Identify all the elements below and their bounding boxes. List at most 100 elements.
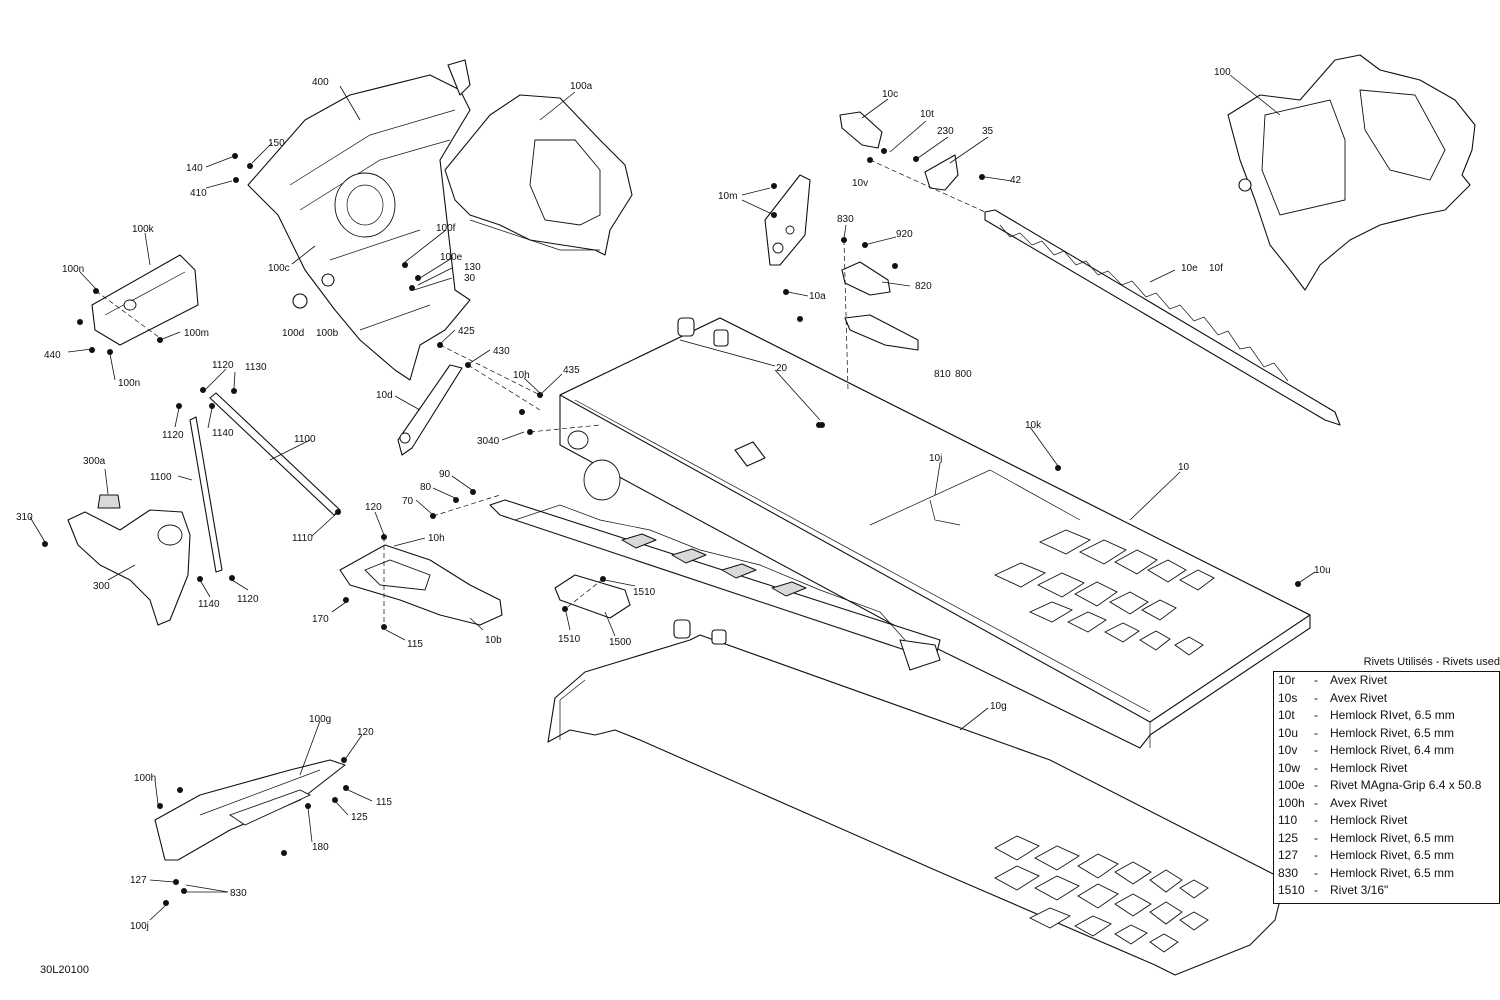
- frame-100: [1227, 54, 1476, 291]
- callout-10v: 10v: [852, 178, 868, 189]
- rivet-description: Hemlock Rivet, 6.5 mm: [1330, 865, 1455, 880]
- rivet-code: 100e: [1278, 778, 1305, 792]
- callout-180: 180: [312, 842, 329, 853]
- tunnel-10: [559, 317, 1311, 749]
- rivet-description: Rivet 3/16": [1330, 883, 1389, 897]
- rivet-row: 10r-Avex Rivet: [1274, 672, 1499, 690]
- rivet-description: Hemlock RIvet, 6.5 mm: [1330, 708, 1455, 722]
- rivet-row: 1510-Rivet 3/16": [1274, 882, 1499, 900]
- rivet-dash: -: [1314, 743, 1318, 757]
- callout-100f: 100f: [436, 223, 456, 234]
- rivet-table-title: Rivets Utilisés - Rivets used: [1363, 656, 1500, 668]
- callout-920: 920: [896, 229, 913, 240]
- rivet-dash: -: [1314, 848, 1318, 862]
- frame-100a: [444, 94, 633, 256]
- rivet-code: 10u: [1278, 725, 1299, 740]
- callout-1510-right: 1510: [633, 587, 656, 598]
- rivet-description: Hemlock Rivet, 6.5 mm: [1330, 848, 1455, 862]
- callout-125: 125: [351, 812, 368, 823]
- callout-400: 400: [312, 77, 329, 88]
- callout-800: 800: [955, 369, 972, 380]
- rivet-row: 110 -Hemlock Rivet: [1274, 812, 1499, 830]
- rivet-row: 125-Hemlock Rivet, 6.5 mm: [1274, 830, 1499, 848]
- rod-1100-right: [209, 392, 341, 516]
- rivet-code: 127: [1278, 848, 1299, 862]
- callout-100b: 100b: [316, 328, 339, 339]
- callout-100n-top: 100n: [62, 264, 84, 275]
- bracket-10m: [764, 174, 811, 266]
- rivet-code: 1510: [1278, 883, 1305, 897]
- rivet-dash: -: [1314, 883, 1318, 897]
- rivet-row: 100e-Rivet MAgna-Grip 6.4 x 50.8: [1274, 777, 1499, 795]
- callout-435: 435: [563, 365, 580, 376]
- plate-810-800: [844, 314, 919, 351]
- rivet-code: 110: [1278, 813, 1298, 827]
- front-frame-400: [247, 59, 471, 381]
- rivet-row: 100h-Avex Rivet: [1274, 795, 1499, 813]
- callout-10m: 10m: [718, 191, 737, 202]
- callout-100a: 100a: [570, 81, 593, 92]
- rivet-row: 10t-Hemlock RIvet, 6.5 mm: [1274, 707, 1499, 725]
- callout-100m: 100m: [184, 328, 209, 339]
- callout-1120-bottom: 1120: [237, 594, 259, 605]
- rivet-description: Hemlock Rivet, 6.4 mm: [1330, 743, 1455, 757]
- callout-300a: 300a: [83, 456, 106, 467]
- rivet-dash: -: [1314, 865, 1318, 880]
- rivet-description: Rivet MAgna-Grip 6.4 x 50.8: [1330, 778, 1482, 792]
- callout-1130: 1130: [245, 362, 267, 373]
- rivet-code: 100h: [1278, 795, 1305, 810]
- rivet-code: 10v: [1278, 743, 1298, 757]
- rivet-description: Avex Rivet: [1330, 795, 1388, 810]
- rivet-row: 10v -Hemlock Rivet, 6.4 mm: [1274, 742, 1499, 760]
- callout-90: 90: [439, 469, 451, 480]
- callout-100e: 100e: [440, 252, 463, 263]
- callout-10f: 10f: [1209, 263, 1223, 274]
- callout-140: 140: [186, 163, 203, 174]
- callout-10b: 10b: [485, 635, 502, 646]
- rivet-row: 127 -Hemlock Rivet, 6.5 mm: [1274, 847, 1499, 865]
- callout-10h-bottom: 10h: [428, 533, 445, 544]
- rail-10e-10f: [984, 209, 1341, 426]
- callout-10k: 10k: [1025, 420, 1042, 431]
- callout-10a: 10a: [809, 291, 826, 302]
- callout-10e: 10e: [1181, 263, 1198, 274]
- rivet-description: Hemlock Rivet, 6.5 mm: [1330, 830, 1455, 845]
- rivet-dash: -: [1314, 690, 1318, 705]
- callout-130: 130: [464, 262, 481, 273]
- callout-10u: 10u: [1314, 565, 1331, 576]
- rivet-dash: -: [1314, 673, 1318, 687]
- callout-230: 230: [937, 126, 954, 137]
- rivet-code: 10s: [1278, 690, 1298, 705]
- bracket-1500: [554, 574, 631, 619]
- callout-1500: 1500: [609, 637, 632, 648]
- rivet-description: Hemlock Rivet: [1330, 813, 1408, 827]
- rivet-code: 830: [1278, 865, 1299, 880]
- bracket-820: [841, 261, 891, 296]
- rivet-row: 10u-Hemlock Rivet, 6.5 mm: [1274, 725, 1499, 743]
- callout-310: 310: [16, 512, 33, 523]
- rod-1100-left: [189, 416, 223, 573]
- rivet-dash: -: [1314, 813, 1318, 827]
- callout-1110: 1110: [292, 533, 313, 544]
- rivet-row: 10s -Avex Rivet: [1274, 690, 1499, 708]
- bracket-35: [924, 154, 959, 191]
- callout-70: 70: [402, 496, 414, 507]
- callout-100g: 100g: [309, 714, 331, 725]
- rivet-description: Avex Rivet: [1330, 673, 1388, 687]
- callout-1510-left: 1510: [558, 634, 581, 645]
- callout-830-bottom: 830: [230, 888, 247, 899]
- bracket-10d: [397, 364, 463, 456]
- callout-830: 830: [837, 214, 854, 225]
- rivet-dash: -: [1314, 708, 1318, 722]
- callout-820: 820: [915, 281, 932, 292]
- callout-10c: 10c: [882, 89, 898, 100]
- rivet-description: Hemlock Rivet, 6.5 mm: [1330, 725, 1455, 740]
- callout-20: 20: [776, 363, 788, 374]
- callout-127: 127: [130, 875, 147, 886]
- callout-10g: 10g: [990, 701, 1007, 712]
- rivet-code: 125: [1278, 830, 1299, 845]
- callout-440: 440: [44, 350, 61, 361]
- leader-lines: [29, 74, 1316, 921]
- rivet-description: Avex Rivet: [1330, 690, 1388, 705]
